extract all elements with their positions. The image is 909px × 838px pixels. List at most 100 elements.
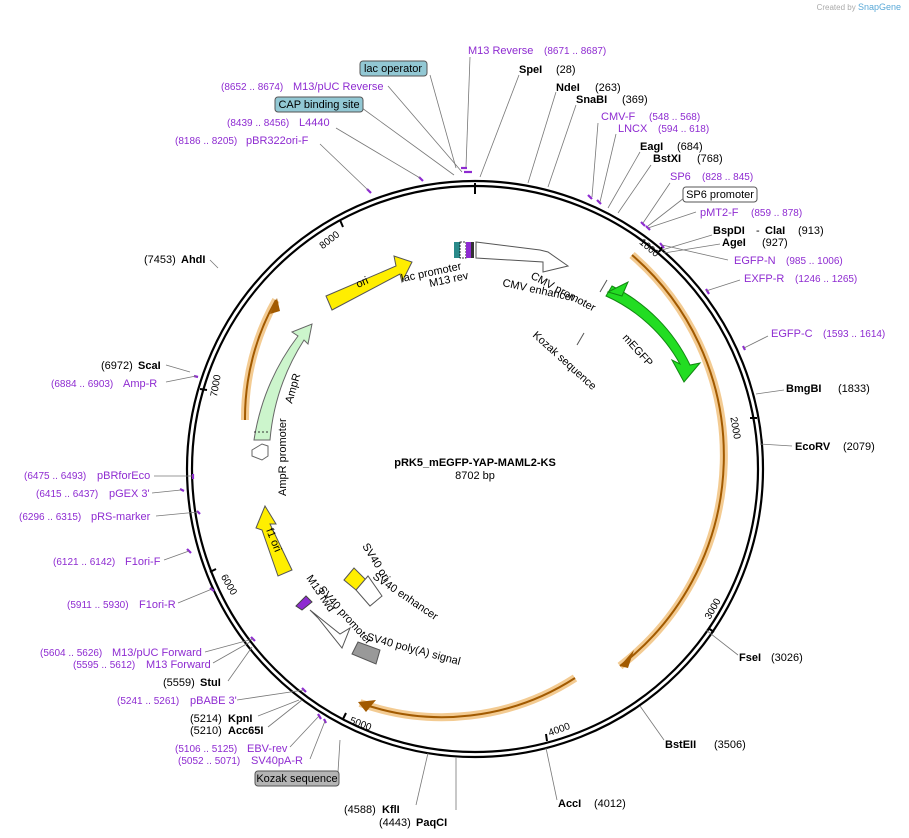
enzyme-ndei-pos: (263) — [595, 82, 621, 94]
enzyme-kpni-pos: (5214) — [190, 713, 222, 725]
primer-m13-reverse: M13 Reverse — [468, 45, 533, 57]
tick-5000: 5000 — [348, 716, 373, 734]
primer-cmv-f: CMV-F — [601, 111, 636, 123]
primer-m13-forward: M13 Forward — [146, 659, 211, 671]
plasmid-length: 8702 bp — [455, 470, 495, 482]
sp6-promoter-text: SP6 promoter — [686, 189, 754, 201]
enzyme-eagi: EagI — [640, 141, 663, 153]
primer-pbrforeco: pBRforEco — [97, 470, 150, 482]
enzyme-bsteii: BstEII — [665, 739, 696, 751]
primer-lncx: LNCX — [618, 123, 648, 135]
primer-lncx-range: (594 .. 618) — [658, 124, 709, 135]
enzyme-bstxi: BstXI — [653, 153, 681, 165]
enzyme-acc65i: Acc65I — [228, 725, 263, 737]
enzyme-bspdi-pos: (913) — [798, 225, 824, 237]
primer-m13puc-forward: M13/pUC Forward — [112, 647, 202, 659]
lac-promoter-block — [471, 242, 474, 258]
sv40-polya-block — [351, 641, 381, 665]
m13-fwd-block — [295, 595, 313, 611]
enzyme-spei-pos: (28) — [556, 64, 576, 76]
primer-cmv-f-range: (548 .. 568) — [649, 112, 700, 123]
tick-7000: 7000 — [209, 374, 224, 398]
enzyme-kfli-pos: (4588) — [344, 804, 376, 816]
kozak-box-text: Kozak sequence — [256, 773, 337, 785]
primer-l4440: L4440 — [299, 117, 330, 129]
kozak-mark-2 — [576, 332, 585, 346]
cds-line-right — [619, 254, 725, 667]
enzyme-acci: AccI — [558, 798, 581, 810]
snapgene-brand: Created by SnapGene — [817, 2, 901, 12]
enzyme-bmgbi: BmgBI — [786, 383, 821, 395]
primer-pgex3-range: (6415 .. 6437) — [36, 489, 98, 500]
enzyme-ecorv: EcoRV — [795, 441, 831, 453]
cap-site-block — [459, 241, 467, 259]
leader-lines — [151, 56, 793, 810]
cds-line-left — [243, 299, 277, 421]
primer-f1ori-r-range: (5911 .. 5930) — [67, 600, 129, 611]
megfp-tail — [606, 280, 629, 297]
enzyme-bsteii-pos: (3506) — [714, 739, 746, 751]
cds-arrow-left — [270, 298, 280, 314]
kozak-mark-1 — [599, 279, 608, 293]
cds-line-bottom — [359, 677, 576, 719]
cap-site-box — [274, 96, 364, 113]
enzyme-acci-pos: (4012) — [594, 798, 626, 810]
enzyme-stui: StuI — [200, 677, 221, 689]
ampr-promoter-label: AmpR promoter — [277, 418, 289, 496]
plasmid-name: pRK5_mEGFP-YAP-MAML2-KS — [394, 457, 556, 469]
enzyme-bstxi-pos: (768) — [697, 153, 723, 165]
enzyme-ndei: NdeI — [556, 82, 580, 94]
enzyme-ecorv-pos: (2079) — [843, 441, 875, 453]
enzyme-agei-pos: (927) — [762, 237, 788, 249]
enzyme-acc65i-pos: (5210) — [190, 725, 222, 737]
primer-sv40pa-r-range: (5052 .. 5071) — [178, 756, 240, 767]
primer-exfp-r: EXFP-R — [744, 273, 784, 285]
primer-l4440-range: (8439 .. 8456) — [227, 118, 289, 129]
primer-f1ori-f: F1ori-F — [125, 556, 161, 568]
primer-pbrforeco-range: (6475 .. 6493) — [24, 471, 86, 482]
enzyme-ahdi: AhdI — [181, 254, 205, 266]
sp6-promoter-box — [682, 186, 758, 203]
sv40-promoter-arrow — [309, 609, 352, 649]
enzyme-scai-pos: (6972) — [101, 360, 133, 372]
enzyme-clai: ClaI — [765, 225, 785, 237]
enzyme-paqci: PaqCI — [416, 817, 447, 829]
primer-prs-marker-range: (6296 .. 6315) — [19, 512, 81, 523]
primer-ebv-rev-range: (5106 .. 5125) — [175, 744, 237, 755]
primer-amp-r: Amp-R — [123, 378, 157, 390]
primer-pbabe3: pBABE 3' — [190, 695, 237, 707]
primer-m13puc-reverse-range: (8652 .. 8674) — [221, 82, 283, 93]
primer-sv40pa-r: SV40pA-R — [251, 755, 303, 767]
sv40-enhancer-box — [355, 575, 383, 607]
enzyme-snabi: SnaBI — [576, 94, 607, 106]
cap-site-text: CAP binding site — [278, 99, 359, 111]
cds-arrow-bottom — [358, 700, 376, 712]
f1-ori-arrow — [255, 504, 293, 577]
created-by-text: Created by — [816, 3, 856, 12]
lac-operator-box — [359, 60, 428, 77]
kozak-box — [254, 770, 340, 787]
enzyme-snabi-pos: (369) — [622, 94, 648, 106]
primer-pbr322ori-f-range: (8186 .. 8205) — [175, 136, 237, 147]
enzyme-paqci-pos: (4443) — [379, 817, 411, 829]
snapgene-logo: SnapGene — [857, 2, 901, 12]
primer-prs-marker: pRS-marker — [91, 511, 151, 523]
enzyme-kpni: KpnI — [228, 713, 252, 725]
primer-m13puc-reverse: M13/pUC Reverse — [293, 81, 383, 93]
enzyme-eagi-pos: (684) — [677, 141, 703, 153]
primer-egfp-c: EGFP-C — [771, 328, 813, 340]
primer-pbabe3-range: (5241 .. 5261) — [117, 696, 179, 707]
ori-arrow — [325, 255, 413, 311]
enzyme-agei: AgeI — [722, 237, 746, 249]
backbone-outer — [185, 179, 765, 759]
primer-pgex3: pGEX 3' — [109, 488, 150, 500]
primer-egfp-n: EGFP-N — [734, 255, 776, 267]
cds-arrow-right — [620, 650, 634, 668]
ampr-arrow — [253, 323, 313, 441]
primer-sp6: SP6 — [670, 171, 691, 183]
tick-1000: 1000 — [637, 237, 661, 260]
primer-egfp-c-range: (1593 .. 1614) — [823, 329, 885, 340]
primer-f1ori-f-range: (6121 .. 6142) — [53, 557, 115, 568]
ampr-promoter-arrow — [251, 443, 269, 461]
